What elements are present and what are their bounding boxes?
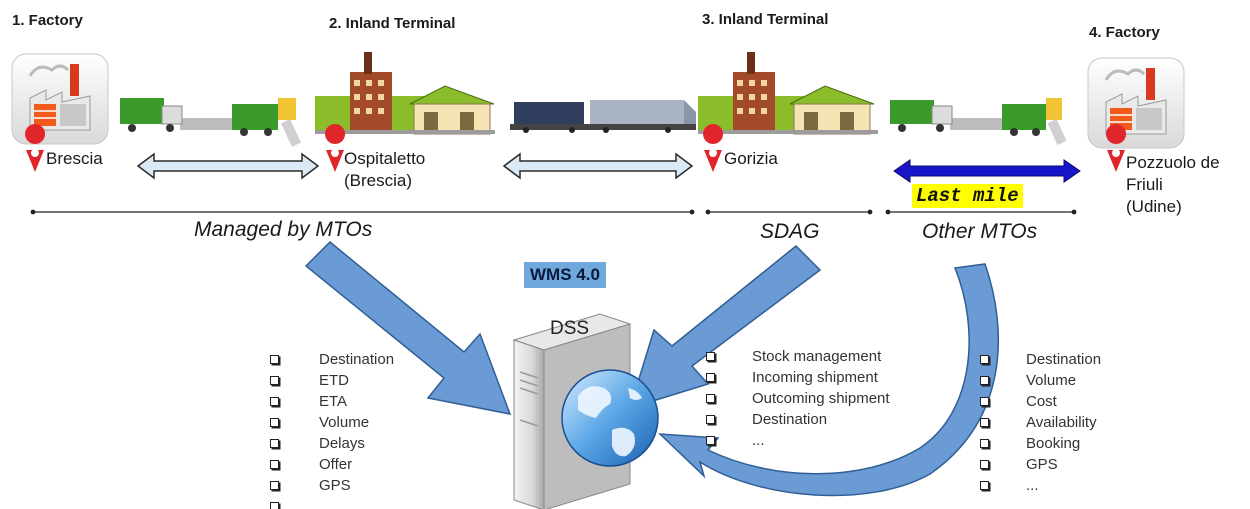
stage-3-title: 3. Inland Terminal: [702, 11, 829, 28]
list-item: GPS: [270, 475, 460, 496]
checkbox-icon: [980, 376, 989, 385]
location-pin-icon: [1106, 124, 1127, 172]
list-item: ...: [706, 430, 946, 451]
place-line: (Udine): [1126, 197, 1182, 216]
middle-info-list: Stock management Incoming shipment Outco…: [706, 346, 946, 451]
truck-segment-1-icon: [120, 98, 302, 147]
place-ospitaletto: Ospitaletto (Brescia): [344, 148, 425, 192]
list-item: ETA: [270, 391, 460, 412]
checkbox-icon: [980, 418, 989, 427]
terminal-3-icon: [698, 52, 878, 135]
place-line: Ospitaletto: [344, 149, 426, 168]
stage-1-title: 1. Factory: [12, 12, 83, 29]
list-item: ...: [270, 496, 460, 509]
list-item: Availability: [980, 412, 1180, 433]
location-pin-icon: [25, 124, 46, 172]
checkbox-icon: [980, 439, 989, 448]
list-item: ETD: [270, 370, 460, 391]
checkbox-icon: [706, 373, 715, 382]
last-mile-arrow: [893, 159, 1081, 183]
factory-4-icon: [1087, 57, 1185, 149]
list-item: Destination: [706, 409, 946, 430]
curved-arrow: [657, 263, 1000, 497]
list-item: Volume: [980, 370, 1180, 391]
list-item: Offer: [270, 454, 460, 475]
segment-other-label: Other MTOs: [922, 220, 1038, 243]
double-arrow-icon: [502, 152, 694, 180]
checkbox-icon: [706, 436, 715, 445]
big-arrow-left: [304, 240, 512, 415]
list-item: Destination: [270, 349, 460, 370]
list-item: Outcoming shipment: [706, 388, 946, 409]
big-arrow-right: [628, 244, 822, 410]
globe-icon: [561, 369, 659, 467]
wms-label: WMS 4.0: [524, 262, 606, 288]
checkbox-icon: [980, 397, 989, 406]
right-info-list: Destination Volume Cost Availability Boo…: [980, 349, 1180, 496]
checkbox-icon: [706, 394, 715, 403]
checkbox-icon: [270, 355, 279, 364]
checkbox-icon: [980, 460, 989, 469]
checkbox-icon: [270, 481, 279, 490]
list-item: Delays: [270, 433, 460, 454]
checkbox-icon: [270, 397, 279, 406]
stage-4-title: 4. Factory: [1089, 24, 1160, 41]
checkbox-icon: [980, 481, 989, 490]
list-item: Volume: [270, 412, 460, 433]
place-line: Pozzuolo de: [1126, 153, 1220, 172]
factory-1-icon: [11, 53, 109, 145]
list-item: ...: [980, 475, 1180, 496]
list-item: Cost: [980, 391, 1180, 412]
list-item: Booking: [980, 433, 1180, 454]
stage-2-title: 2. Inland Terminal: [329, 15, 456, 32]
truck-segment-4-icon: [890, 98, 1067, 145]
checkbox-icon: [270, 460, 279, 469]
checkbox-icon: [706, 352, 715, 361]
dss-label: DSS: [550, 318, 590, 339]
place-pozzuolo: Pozzuolo de Friuli (Udine): [1126, 152, 1220, 218]
checkbox-icon: [980, 355, 989, 364]
place-line: Friuli: [1126, 175, 1163, 194]
place-brescia: Brescia: [46, 149, 103, 168]
terminal-2-icon: [315, 52, 495, 135]
list-item: GPS: [980, 454, 1180, 475]
checkbox-icon: [270, 502, 279, 509]
list-item: Stock management: [706, 346, 946, 367]
double-arrow-icon: [136, 152, 320, 180]
location-pin-icon: [325, 124, 346, 172]
checkbox-icon: [270, 376, 279, 385]
checkbox-icon: [270, 439, 279, 448]
place-gorizia: Gorizia: [724, 149, 778, 168]
place-line: (Brescia): [344, 171, 413, 190]
location-pin-icon: [703, 124, 724, 172]
segment-managed-label: Managed by MTOs: [194, 218, 373, 241]
left-info-list: Destination ETD ETA Volume Delays Offer …: [270, 349, 460, 509]
segment-sdag-label: SDAG: [760, 220, 820, 243]
train-icon: [510, 100, 696, 133]
last-mile-label: Last mile: [912, 184, 1023, 208]
list-item: Destination: [980, 349, 1180, 370]
checkbox-icon: [270, 418, 279, 427]
checkbox-icon: [706, 415, 715, 424]
list-item: Incoming shipment: [706, 367, 946, 388]
